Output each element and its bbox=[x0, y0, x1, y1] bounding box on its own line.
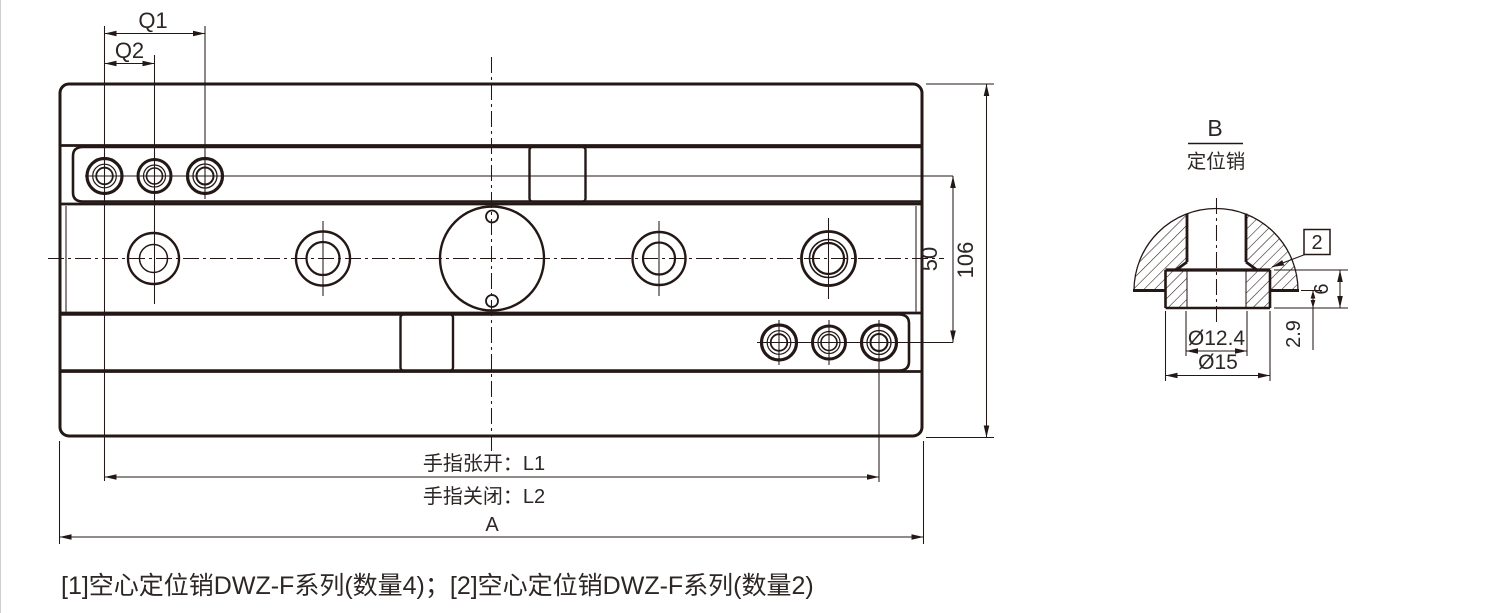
callout-2-label: 2 bbox=[1311, 232, 1322, 254]
pin-hole bbox=[811, 320, 847, 365]
finger-closed-label: 手指关闭：L2 bbox=[423, 485, 545, 508]
upper-finger-notch bbox=[528, 145, 587, 203]
pin-hole bbox=[759, 320, 799, 365]
dim-a-label: A bbox=[485, 514, 499, 536]
dim-q2-label: Q2 bbox=[115, 38, 144, 63]
detail-view-b: B 定位销 bbox=[1133, 115, 1348, 381]
detail-subtitle: 定位销 bbox=[1187, 151, 1246, 173]
dim-bore-dia-label: Ø12.4 bbox=[1188, 327, 1246, 350]
lower-rail-pin-holes bbox=[757, 320, 953, 482]
dimension-lines bbox=[59, 30, 990, 540]
section-hatching bbox=[1134, 214, 1298, 308]
callout-2-box bbox=[1303, 228, 1331, 256]
extension-lines bbox=[58, 26, 994, 544]
lower-finger-notch bbox=[399, 313, 455, 372]
dim-2-9-label: 2.9 bbox=[1283, 320, 1305, 348]
upper-finger-rail bbox=[71, 145, 922, 203]
upper-rail-pin-holes bbox=[85, 153, 953, 199]
dim-50-label: 50 bbox=[917, 247, 942, 271]
callout-2: 2 bbox=[1271, 228, 1331, 268]
footnote: [1]空心定位销DWZ-F系列(数量4)；[2]空心定位销DWZ-F系列(数量2… bbox=[61, 572, 814, 600]
pin-hole bbox=[859, 320, 899, 482]
pin-section bbox=[1164, 268, 1272, 310]
callout-2-leader bbox=[1271, 254, 1306, 268]
detail-dimensions: 6 2.9 Ø12.4 Ø15 bbox=[1164, 269, 1348, 381]
dim-q1-label: Q1 bbox=[138, 8, 167, 33]
main-view: Q1 Q2 50 106 手指张开：L1 手指关闭：L2 A bbox=[48, 8, 994, 544]
detail-title: B bbox=[1207, 115, 1222, 141]
dim-6-label: 6 bbox=[1311, 283, 1333, 294]
finger-open-label: 手指张开：L1 bbox=[423, 452, 545, 475]
dim-106-label: 106 bbox=[953, 242, 978, 279]
dim-pin-dia-label: Ø15 bbox=[1198, 351, 1238, 374]
